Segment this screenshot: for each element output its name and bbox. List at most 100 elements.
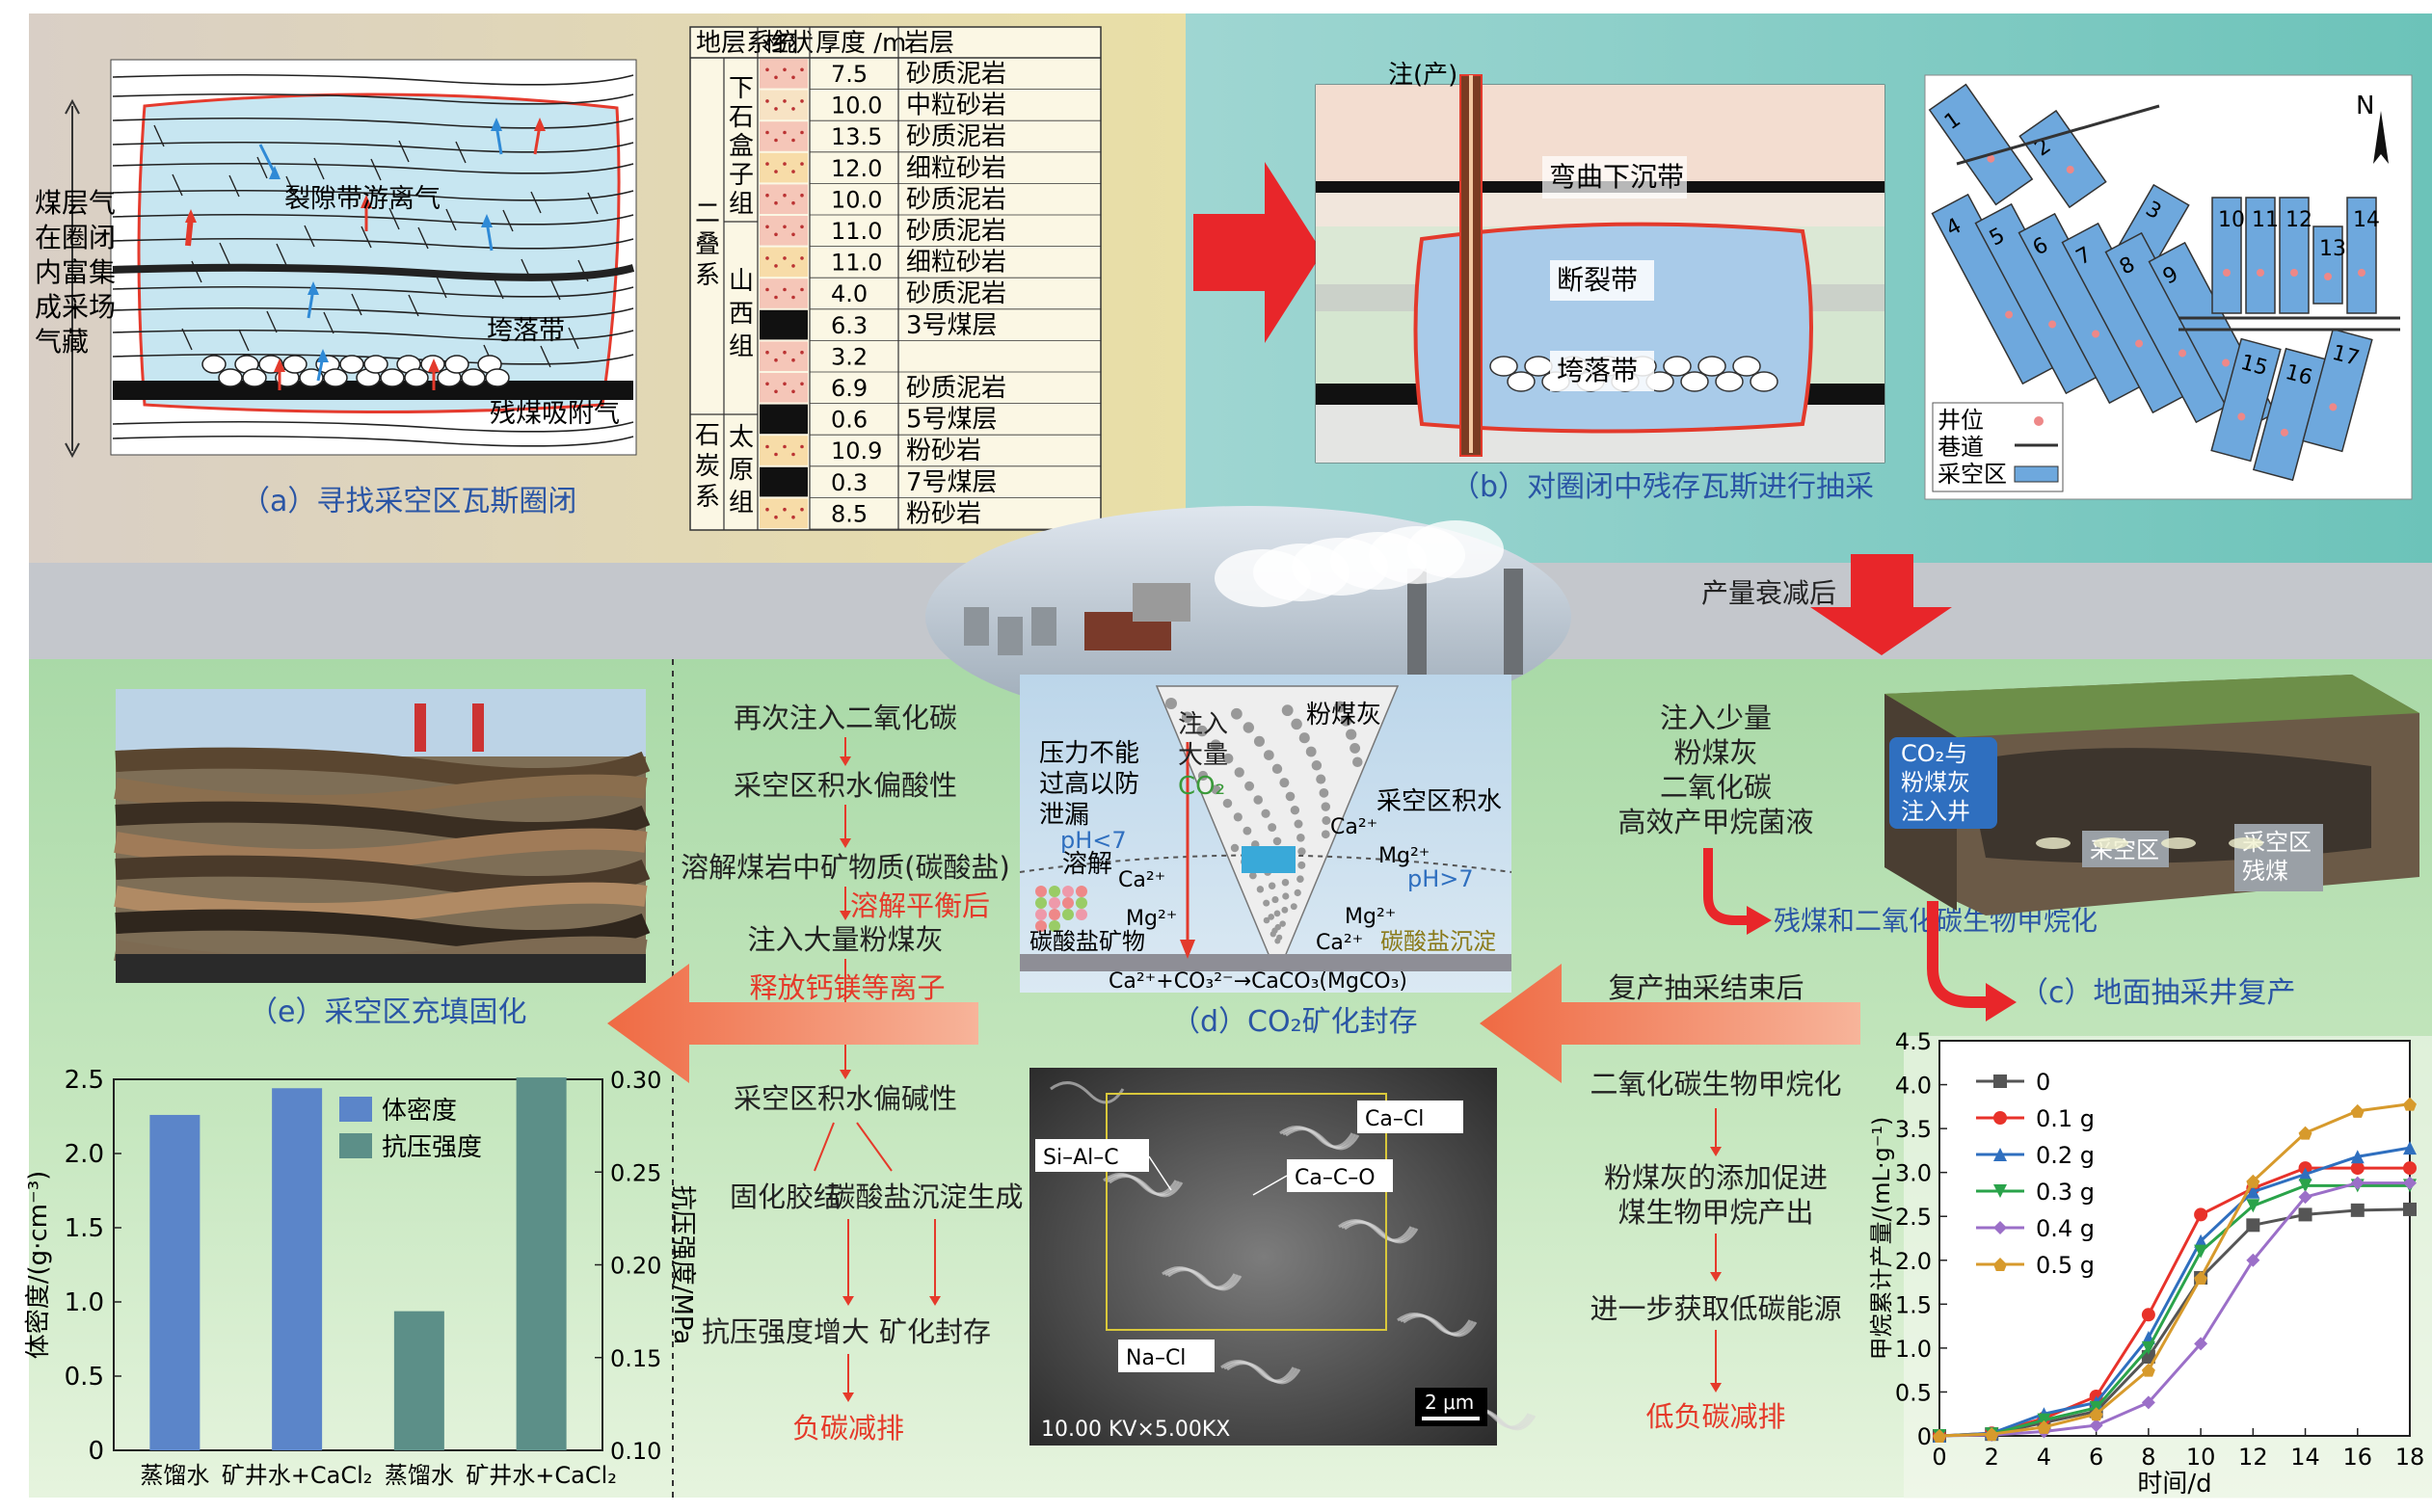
y-tick-label: 4.5: [1895, 1028, 1932, 1055]
strat-column-cell: [760, 309, 808, 340]
flyash-particle: [1321, 830, 1330, 839]
strat-dot: [774, 264, 778, 268]
sem-roi: [1106, 1093, 1387, 1331]
x-tick-label: 矿井水+CaCl₂: [466, 1462, 617, 1489]
right-step: 进一步获取低碳能源: [1590, 1292, 1841, 1325]
legend-swatch: [339, 1133, 372, 1158]
data-point: [2246, 1218, 2260, 1233]
flyash-particle: [1261, 809, 1270, 818]
fracture: [304, 225, 315, 248]
rubble-stone: [218, 368, 243, 387]
cooling-tower: [964, 607, 989, 646]
bar-chart: 00.51.01.52.02.50.100.150.200.250.30蒸馏水矿…: [24, 1066, 697, 1489]
strat-dot: [791, 452, 795, 457]
strat-dot: [791, 389, 795, 394]
fracture: [521, 258, 532, 281]
y2-tick-label: 0.20: [610, 1253, 661, 1280]
strat-column-cell: [760, 121, 808, 151]
rock-layer-line: [112, 73, 634, 86]
strat-group: 山: [729, 267, 754, 296]
x-tick-label: 矿井水+CaCl₂: [222, 1462, 373, 1489]
strat-thickness: 3.2: [831, 343, 868, 370]
data-point: [2194, 1271, 2208, 1285]
goaf-rect: [2302, 328, 2373, 453]
gas-glow: [2229, 837, 2263, 849]
fracture: [276, 243, 287, 266]
rock-layer-line: [112, 117, 634, 129]
flyash-particle: [1268, 914, 1275, 920]
label-residual-gas: 残煤吸附气: [490, 399, 620, 429]
label-pressure: 压力不能: [1039, 739, 1139, 768]
flyash-particle: [1268, 882, 1276, 890]
flyash-particle: [1316, 774, 1326, 784]
data-point: [2403, 1161, 2417, 1176]
rock-layer-lines: [112, 73, 635, 447]
strat-group: 组: [729, 332, 754, 361]
strat-system: 二: [695, 199, 720, 228]
panel-e: （e）采空区充填固化: [114, 689, 651, 1029]
rubble-stone: [339, 355, 364, 374]
legend-label: 0: [2036, 1069, 2050, 1096]
strat-rock: 中粒砂岩: [906, 92, 1006, 120]
caption-e: （e）采空区充填固化: [249, 995, 526, 1029]
data-point: [2037, 1419, 2051, 1434]
strat-dot: [765, 256, 769, 260]
strat-system: 叠: [695, 230, 720, 259]
strat-dot: [791, 170, 795, 173]
label-crack-gas: 裂隙带游离气: [284, 184, 441, 214]
flyash-particle: [1294, 819, 1303, 829]
y-tick-label: 1.5: [65, 1214, 104, 1243]
fill-layer: [114, 882, 648, 924]
arrow-d-to-e: [607, 964, 978, 1083]
flyash-particle: [1234, 767, 1244, 778]
gas-arrow-head: [274, 358, 285, 372]
strat-dot: [800, 444, 804, 449]
strat-group: 组: [729, 489, 754, 517]
y-tick-label: 2.5: [65, 1066, 104, 1095]
carbonate-grain: [1062, 909, 1074, 920]
goaf-panel: 13: [2312, 225, 2346, 305]
well-dot: [2005, 310, 2014, 319]
fracture: [181, 328, 193, 351]
strat-dot: [765, 67, 769, 72]
strat-dot: [774, 389, 778, 394]
strat-thickness: 13.5: [831, 123, 882, 150]
rock-layer-line: [112, 285, 634, 298]
fracture: [370, 158, 382, 181]
strat-dot: [800, 382, 804, 386]
sem-label: Ca–C–O: [1295, 1166, 1376, 1190]
legend-label: 0.1 g: [2036, 1105, 2095, 1132]
x-tick-label: 18: [2395, 1444, 2425, 1471]
x-tick-label: 蒸馏水: [140, 1462, 209, 1489]
gas-arrow-head: [185, 209, 197, 223]
strat-dot: [783, 162, 787, 166]
strat-dot: [765, 99, 769, 103]
gas-arrow-head: [317, 349, 329, 362]
data-point: [2246, 1184, 2260, 1199]
left-step: 溶解煤岩中矿物质(碳酸盐): [681, 851, 1010, 884]
strat-dot: [783, 193, 787, 198]
strat-dot: [765, 193, 769, 198]
inject-line: 高效产甲烷菌液: [1617, 806, 1813, 838]
data-point: [2403, 1097, 2417, 1111]
strat-column-cell: [760, 466, 808, 497]
label-ph-high: pH>7: [1407, 865, 1474, 892]
north-arrow: [2373, 111, 2389, 164]
strat-dot: [774, 295, 778, 300]
fracture: [398, 140, 410, 163]
goaf-rect: [2279, 197, 2310, 314]
zone-bend: 弯曲下沉带: [1549, 161, 1684, 193]
fracture: [153, 124, 165, 147]
strat-dot: [791, 515, 795, 519]
label-inject-co2: 大量: [1178, 741, 1228, 770]
strat-rock: 砂质泥岩: [906, 279, 1006, 308]
legend-swatch: [339, 1097, 372, 1122]
fracture: [502, 209, 514, 232]
side-label-line: 内富集: [35, 256, 116, 288]
residual-label-line: 残煤: [2242, 858, 2288, 885]
strat-system: 炭: [695, 452, 720, 481]
flyash-particle: [1282, 892, 1290, 900]
rock-layer-line: [112, 213, 634, 225]
goaf-rect: [2018, 109, 2107, 209]
